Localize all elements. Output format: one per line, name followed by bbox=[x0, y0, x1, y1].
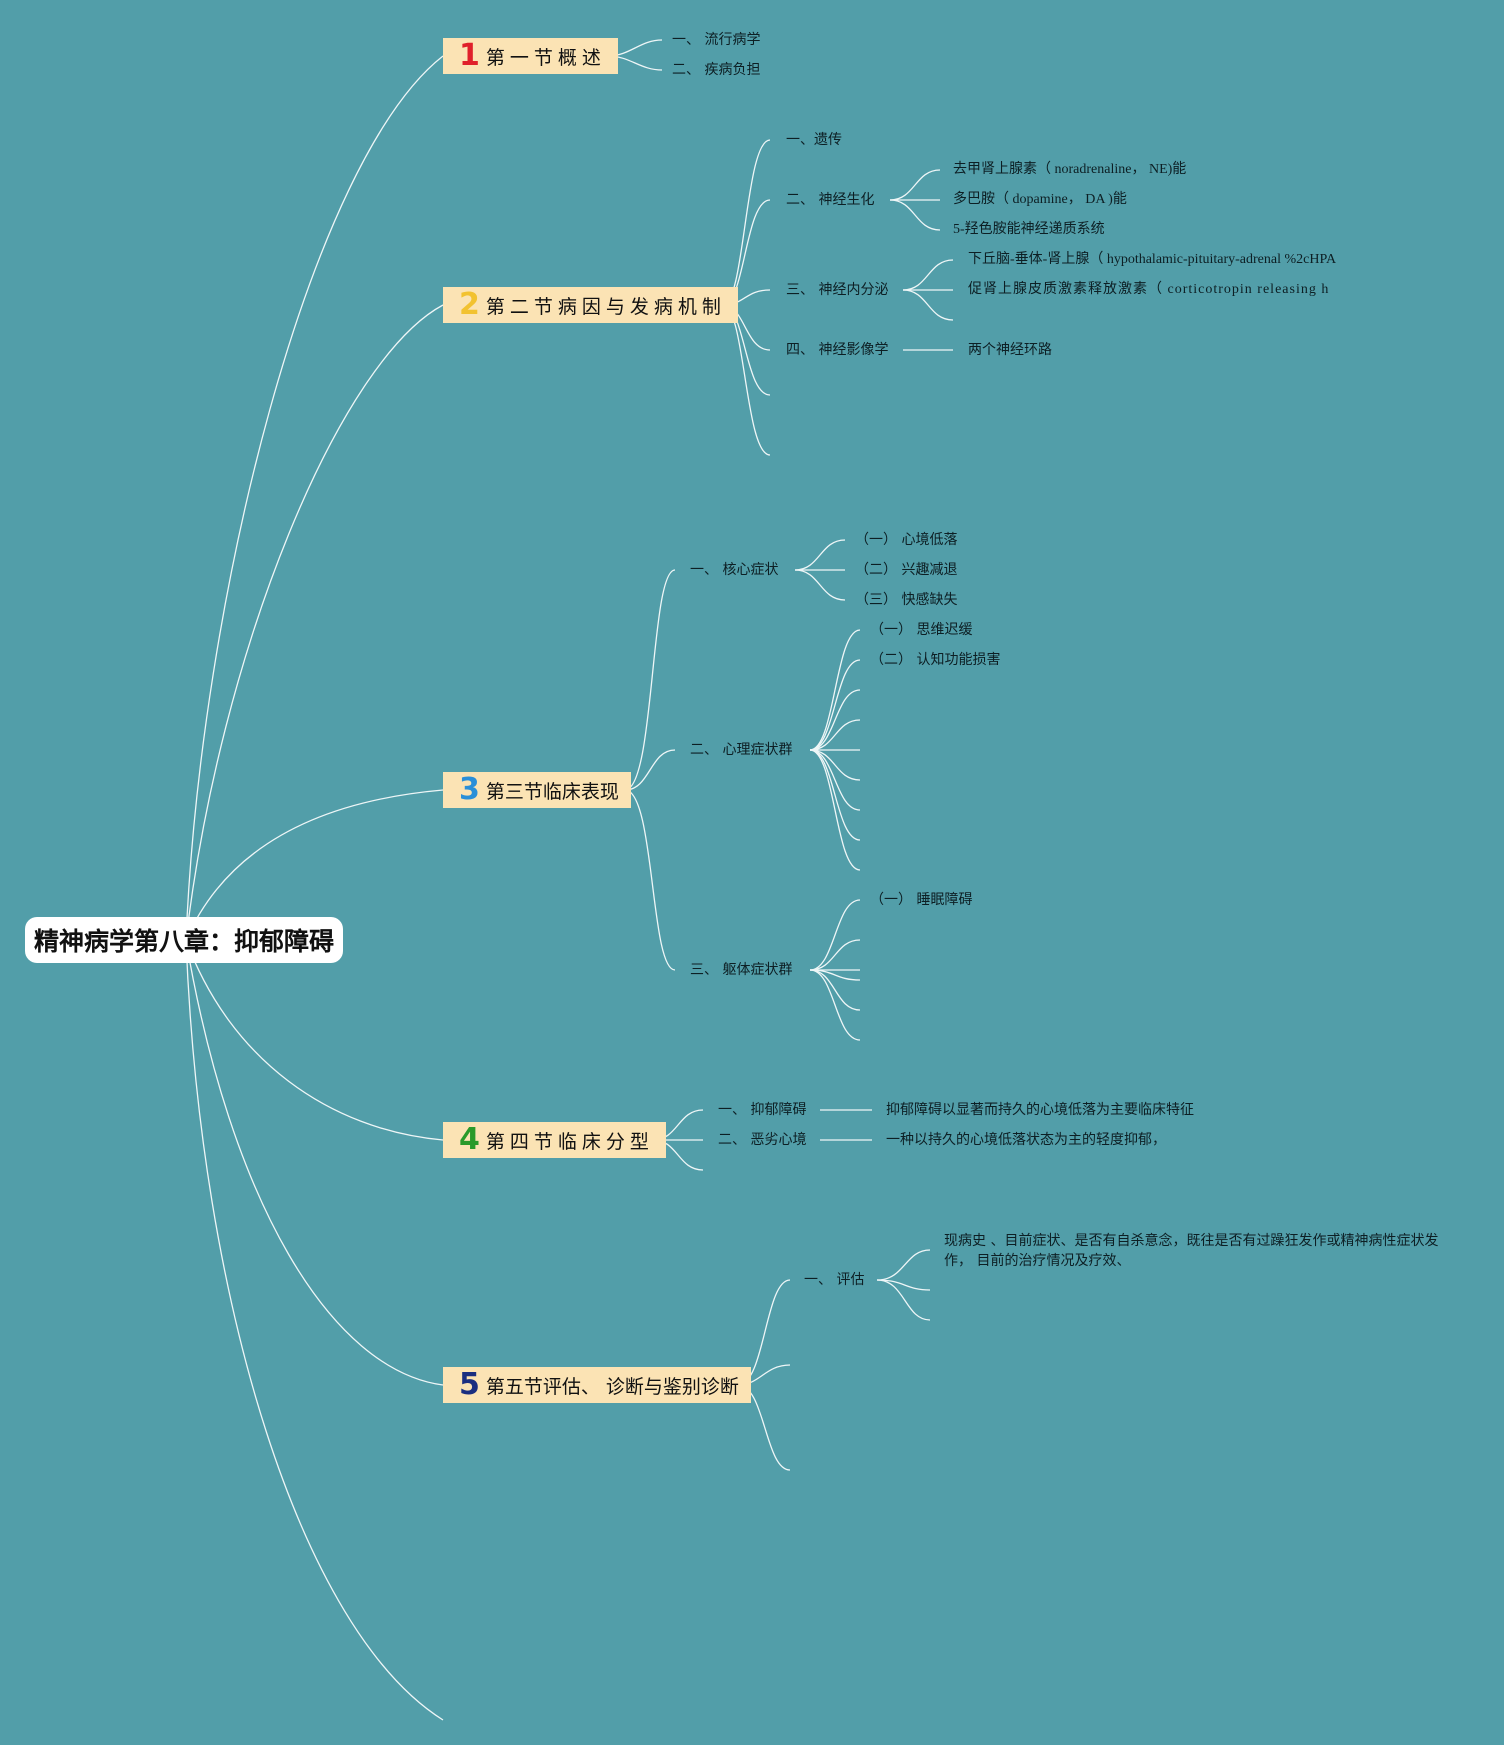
s3-somatic-1[interactable]: （一） 睡眠障碍 bbox=[870, 892, 973, 908]
s3-core-3[interactable]: （三） 快感缺失 bbox=[855, 592, 958, 608]
s2-item-genetics[interactable]: 一、遗传 bbox=[786, 132, 842, 148]
link-s3-psy-1 bbox=[809, 629, 861, 751]
s3-psych-2[interactable]: （二） 认知功能损害 bbox=[870, 652, 1001, 668]
link-s2-nc-c bbox=[889, 199, 941, 231]
link-root-s1 bbox=[185, 55, 444, 941]
s2-neurochem-da[interactable]: 多巴胺（ dopamine， DA )能 bbox=[953, 192, 1127, 207]
s2-endocrine-hpa[interactable]: 下丘脑-垂体-肾上腺（ hypothalamic-pituitary-adren… bbox=[968, 252, 1337, 267]
root-topic[interactable]: 精神病学第八章：抑郁障碍 bbox=[25, 917, 343, 963]
link-root-s5 bbox=[185, 939, 444, 1386]
link-root-s4 bbox=[185, 939, 444, 1141]
s3-core-2[interactable]: （二） 兴趣减退 bbox=[855, 562, 958, 578]
s3-core-1[interactable]: （一） 心境低落 bbox=[855, 532, 958, 548]
link-s3-psy-9 bbox=[809, 749, 861, 871]
link-s3-psy-8 bbox=[809, 749, 861, 841]
link-root-empty bbox=[185, 939, 444, 1721]
section-5-title: 第五节评估、 诊断与鉴别诊断 bbox=[485, 1375, 739, 1398]
section-3-title: 第三节临床表现 bbox=[485, 780, 619, 803]
link-s5-as-1 bbox=[876, 1249, 931, 1281]
s2-imaging-circuits[interactable]: 两个神经环路 bbox=[968, 342, 1052, 358]
s2-item-imaging[interactable]: 四、 神经影像学 bbox=[786, 342, 889, 358]
s2-item-neurochem[interactable]: 二、 神经生化 bbox=[786, 192, 875, 208]
link-s3-som-2 bbox=[809, 939, 861, 971]
link-s3-som-1 bbox=[809, 899, 861, 971]
section-4-title: 第四节临床分型 bbox=[485, 1130, 654, 1153]
section-3[interactable]: 3 第三节临床表现 bbox=[443, 772, 631, 808]
link-s3-c bbox=[624, 789, 676, 971]
section-2[interactable]: 2 第二节病因与发病机制 bbox=[443, 287, 738, 323]
s3-item-core[interactable]: 一、 核心症状 bbox=[690, 562, 779, 578]
s2-neurochem-5ht[interactable]: 5-羟色胺能神经递质系统 bbox=[953, 222, 1105, 237]
link-s3-core-a bbox=[794, 539, 846, 571]
s5-item-assessment[interactable]: 一、 评估 bbox=[804, 1272, 865, 1288]
link-s3-b bbox=[624, 749, 676, 791]
s3-item-somatic[interactable]: 三、 躯体症状群 bbox=[690, 962, 793, 978]
link-s3-core-c bbox=[794, 569, 846, 601]
section-5-number: 5 bbox=[459, 1367, 480, 1402]
section-1-title: 第一节概述 bbox=[485, 46, 606, 69]
section-2-number: 2 bbox=[459, 287, 480, 322]
section-3-number: 3 bbox=[459, 772, 480, 807]
s2-neurochem-ne[interactable]: 去甲肾上腺素（ noradrenaline， NE)能 bbox=[953, 162, 1187, 177]
link-s3-som-5 bbox=[809, 969, 861, 1011]
s1-item-2[interactable]: 二、 疾病负担 bbox=[672, 62, 761, 78]
link-s5-as-3 bbox=[876, 1279, 931, 1321]
link-root-s3 bbox=[185, 789, 444, 941]
s2-endocrine-crh[interactable]: 促肾上腺皮质激素释放激素（ corticotropin releasing h bbox=[968, 282, 1330, 297]
s4-item-dysthymia[interactable]: 二、 恶劣心境 bbox=[718, 1132, 807, 1148]
link-s2-en-c bbox=[902, 289, 954, 321]
section-1[interactable]: 1 第一节概述 bbox=[443, 38, 618, 74]
link-root-s2 bbox=[185, 304, 444, 941]
section-5[interactable]: 5 第五节评估、 诊断与鉴别诊断 bbox=[443, 1367, 751, 1403]
s4-desc-dysthymia[interactable]: 一种以持久的心境低落状态为主的轻度抑郁， bbox=[886, 1132, 1166, 1148]
s1-item-1[interactable]: 一、 流行病学 bbox=[672, 32, 761, 48]
link-s3-som-6 bbox=[809, 969, 861, 1041]
s2-item-endocrine[interactable]: 三、 神经内分泌 bbox=[786, 282, 889, 298]
link-s3-a bbox=[624, 569, 676, 791]
section-4[interactable]: 4 第四节临床分型 bbox=[443, 1122, 666, 1158]
section-2-title: 第二节病因与发病机制 bbox=[485, 295, 726, 318]
s4-item-depression[interactable]: 一、 抑郁障碍 bbox=[718, 1102, 807, 1118]
link-s3-psy-4 bbox=[809, 719, 861, 751]
link-s3-psy-7 bbox=[809, 749, 861, 811]
s4-desc-depression[interactable]: 抑郁障碍以显著而持久的心境低落为主要临床特征 bbox=[886, 1102, 1194, 1118]
link-s2-en-a bbox=[902, 259, 954, 291]
s3-psych-1[interactable]: （一） 思维迟缓 bbox=[870, 622, 973, 638]
link-s2-a bbox=[722, 139, 771, 306]
link-s3-psy-3 bbox=[809, 689, 861, 751]
section-4-number: 4 bbox=[459, 1122, 480, 1157]
link-s2-nc-a bbox=[889, 169, 941, 201]
s5-assessment-detail[interactable]: 现病史 、目前症状、是否有自杀意念，既往是否有过躁狂发作或精神病性症状发作， 目… bbox=[944, 1233, 1439, 1269]
s3-item-psych[interactable]: 二、 心理症状群 bbox=[690, 742, 793, 758]
section-1-number: 1 bbox=[459, 38, 480, 73]
link-s2-f bbox=[722, 304, 771, 456]
link-s3-psy-2 bbox=[809, 659, 861, 751]
